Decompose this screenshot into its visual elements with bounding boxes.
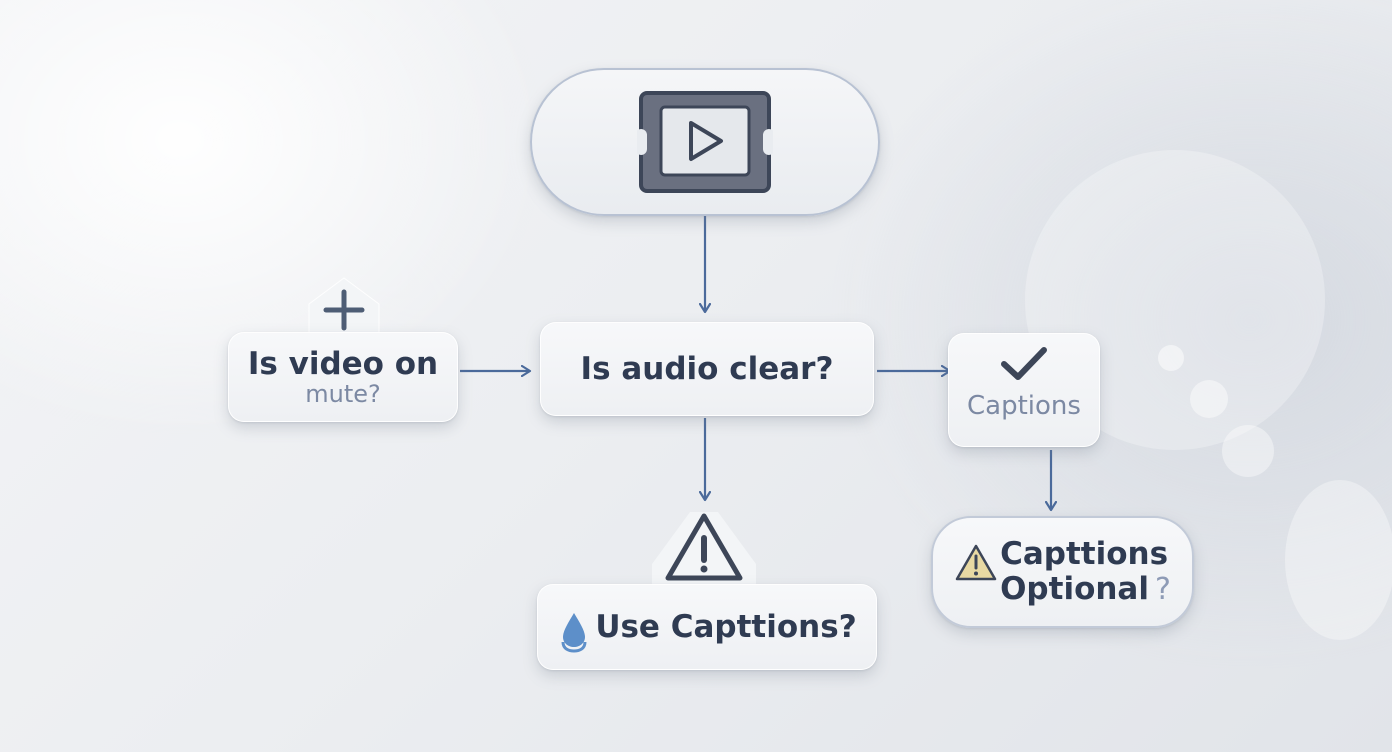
plus-tab bbox=[308, 277, 380, 339]
captions-node-label: Captions bbox=[967, 391, 1081, 421]
mute-node-subtitle: mute? bbox=[305, 379, 381, 408]
captions-optional-node: Capttions Optional ? bbox=[931, 516, 1194, 628]
warning-triangle-icon bbox=[665, 513, 743, 581]
microphone-icon bbox=[561, 613, 587, 653]
audio-decision-node: Is audio clear? bbox=[540, 322, 874, 416]
small-warning-icon bbox=[955, 544, 997, 581]
bokeh-small bbox=[1158, 345, 1184, 371]
use-captions-node: Use Capttions? bbox=[537, 584, 877, 670]
warning-tab bbox=[652, 512, 756, 588]
bokeh-small bbox=[1190, 380, 1228, 418]
video-start-node bbox=[530, 68, 880, 216]
optional-node-subtitle: Optional bbox=[1000, 570, 1149, 607]
video-play-icon bbox=[637, 91, 773, 193]
optional-question-mark: ? bbox=[1154, 571, 1171, 607]
use-captions-label: Use Capttions? bbox=[595, 608, 857, 645]
mute-decision-node: Is video on mute? bbox=[228, 332, 458, 422]
plus-icon bbox=[323, 289, 365, 331]
captions-node: Captions bbox=[948, 333, 1100, 447]
optional-node-title: Capttions bbox=[1000, 536, 1169, 573]
audio-node-title: Is audio clear? bbox=[580, 350, 834, 387]
checkmark-icon bbox=[1001, 347, 1047, 380]
bokeh-medium bbox=[1285, 480, 1392, 640]
bokeh-small bbox=[1222, 425, 1274, 477]
mute-node-title: Is video on bbox=[247, 345, 439, 382]
